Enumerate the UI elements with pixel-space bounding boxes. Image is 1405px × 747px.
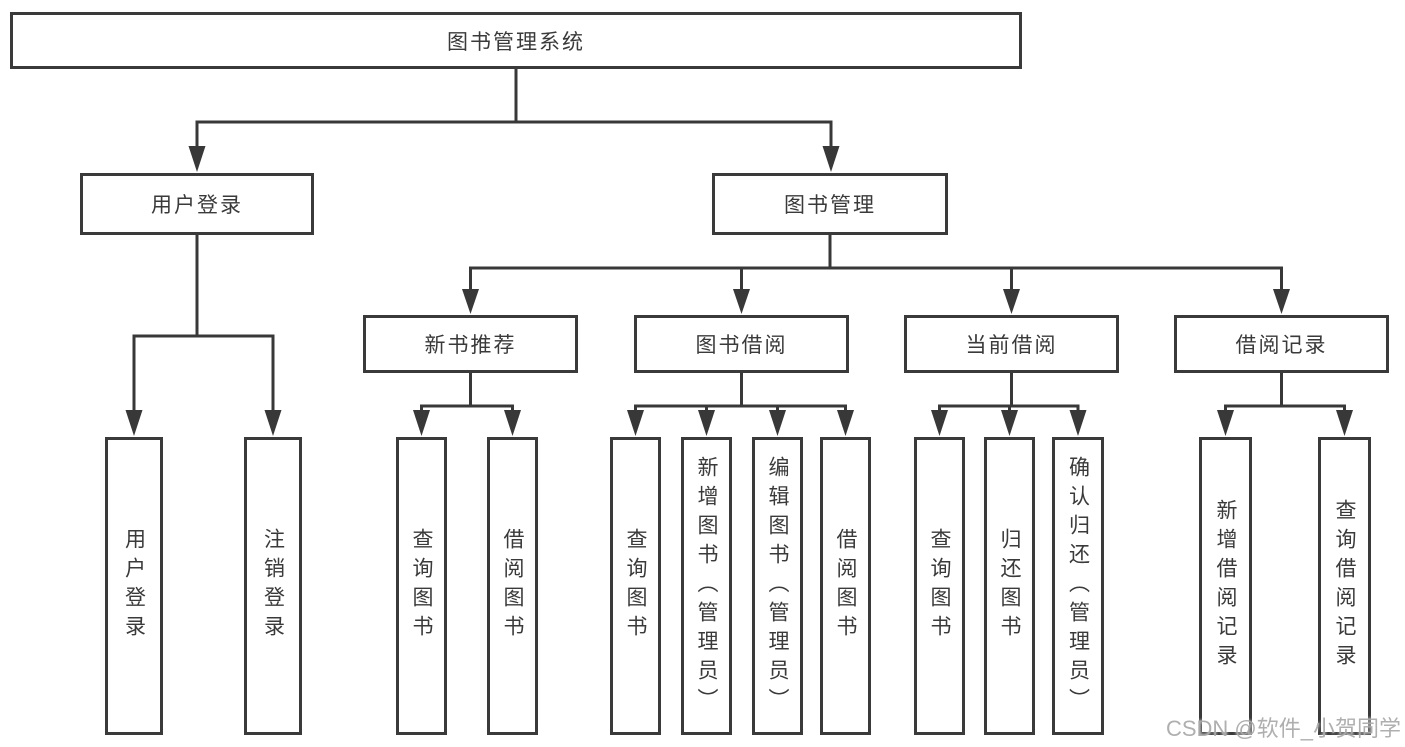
leaf-query-borrow-record: 查询借阅记录 bbox=[1318, 437, 1371, 735]
leaf-add-book-admin: 新增图书（管理员） bbox=[681, 437, 732, 735]
node-label: 图书管理 bbox=[784, 194, 876, 217]
leaf-query-books-borrow: 查询图书 bbox=[610, 437, 661, 735]
node-user-login: 用户登录 bbox=[80, 173, 314, 235]
leaf-label: 归还图书 bbox=[998, 528, 1021, 644]
node-label: 用户登录 bbox=[151, 194, 243, 217]
csdn-watermark: CSDN @软件_小贺同学 bbox=[1165, 716, 1401, 741]
node-label: 当前借阅 bbox=[965, 334, 1058, 357]
leaf-label: 查询借阅记录 bbox=[1333, 499, 1356, 673]
node-label: 图书借阅 bbox=[695, 334, 788, 357]
node-book-borrow: 图书借阅 bbox=[634, 315, 849, 373]
leaf-borrow-books: 借阅图书 bbox=[820, 437, 871, 735]
leaf-add-borrow-record: 新增借阅记录 bbox=[1199, 437, 1252, 735]
node-label: 新书推荐 bbox=[424, 334, 517, 357]
leaf-user-login: 用户登录 bbox=[105, 437, 163, 735]
node-book-management: 图书管理 bbox=[712, 173, 948, 235]
leaf-edit-book-admin: 编辑图书（管理员） bbox=[752, 437, 803, 735]
node-label: 图书管理系统 bbox=[447, 30, 585, 54]
leaf-query-books-current: 查询图书 bbox=[914, 437, 965, 735]
leaf-return-books: 归还图书 bbox=[984, 437, 1035, 735]
leaf-label: 借阅图书 bbox=[501, 528, 524, 644]
node-borrow-records: 借阅记录 bbox=[1174, 315, 1389, 373]
leaf-query-books-recommend: 查询图书 bbox=[396, 437, 447, 735]
leaf-label: 确认归还（管理员） bbox=[1066, 455, 1090, 717]
leaf-label: 查询图书 bbox=[624, 528, 647, 644]
node-current-borrow: 当前借阅 bbox=[904, 315, 1119, 373]
leaf-label: 查询图书 bbox=[928, 528, 951, 644]
leaf-label: 用户登录 bbox=[122, 528, 146, 644]
node-new-book-recommend: 新书推荐 bbox=[363, 315, 578, 373]
leaf-label: 借阅图书 bbox=[834, 528, 857, 644]
leaf-label: 查询图书 bbox=[410, 528, 433, 644]
leaf-label: 新增借阅记录 bbox=[1214, 499, 1237, 673]
leaf-confirm-return-admin: 确认归还（管理员） bbox=[1052, 437, 1104, 735]
leaf-logout: 注销登录 bbox=[244, 437, 302, 735]
leaf-borrow-books-recommend: 借阅图书 bbox=[487, 437, 538, 735]
node-root: 图书管理系统 bbox=[10, 12, 1022, 69]
leaf-label: 注销登录 bbox=[261, 528, 285, 644]
leaf-label: 新增图书（管理员） bbox=[695, 455, 718, 717]
node-label: 借阅记录 bbox=[1235, 334, 1328, 357]
leaf-label: 编辑图书（管理员） bbox=[766, 455, 789, 717]
